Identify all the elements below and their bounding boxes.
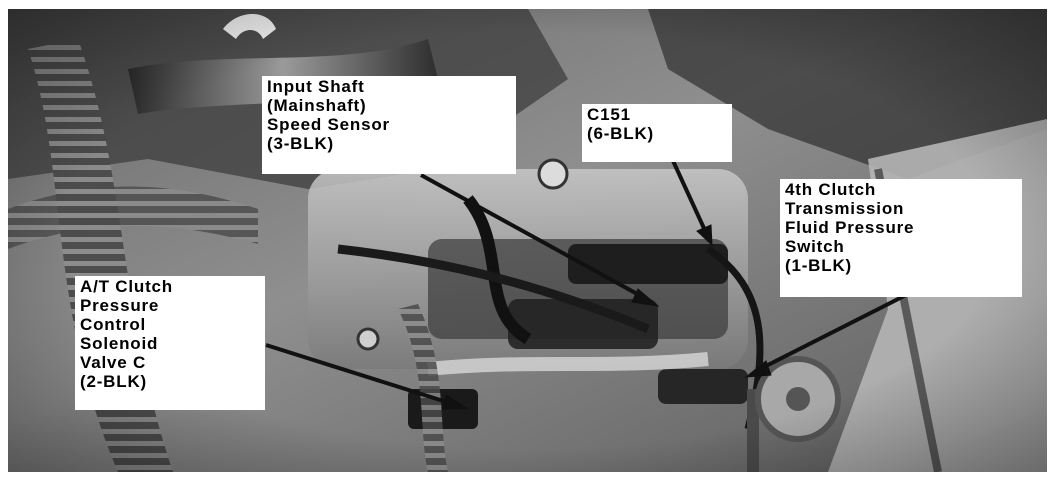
callout-line: C151: [587, 105, 631, 124]
leader-line-4th-clutch: [755, 293, 907, 373]
callout-line: (Mainshaft): [267, 96, 367, 115]
callout-line: Speed Sensor: [267, 115, 390, 134]
callout-line: Pressure: [80, 296, 160, 315]
callout-line: Control: [80, 315, 147, 334]
callout-line: 4th Clutch: [785, 180, 877, 199]
callout-line: Input Shaft: [267, 77, 365, 96]
leader-arrowhead-atclutch: [441, 394, 470, 410]
leader-line-input-shaft: [420, 173, 651, 303]
callout-at-clutch-solenoid-valve-c: A/T Clutch Pressure Control Solenoid Val…: [75, 276, 265, 410]
callout-c151-connector: C151 (6-BLK): [582, 104, 732, 162]
callout-line: (6-BLK): [587, 124, 654, 143]
leader-arrowhead-c151: [696, 224, 713, 247]
engine-bay-photo: [8, 9, 1047, 472]
callout-line: (2-BLK): [80, 372, 147, 391]
callout-line: Valve C: [80, 353, 147, 372]
callout-line: A/T Clutch: [80, 277, 173, 296]
leader-line-atclutch: [265, 343, 457, 407]
callout-line: Transmission: [785, 199, 905, 218]
callout-line: Switch: [785, 237, 845, 256]
callout-line: (3-BLK): [267, 134, 334, 153]
callout-line: (1-BLK): [785, 256, 852, 275]
callout-line: Fluid Pressure: [785, 218, 915, 237]
callout-line: Solenoid: [80, 334, 159, 353]
callout-4th-clutch-pressure-switch: 4th Clutch Transmission Fluid Pressure S…: [780, 179, 1022, 297]
leader-arrowhead-input-shaft: [631, 288, 660, 307]
leader-arrowhead-4th-clutch: [744, 360, 772, 378]
callout-input-shaft-speed-sensor: Input Shaft (Mainshaft) Speed Sensor (3-…: [262, 76, 516, 174]
